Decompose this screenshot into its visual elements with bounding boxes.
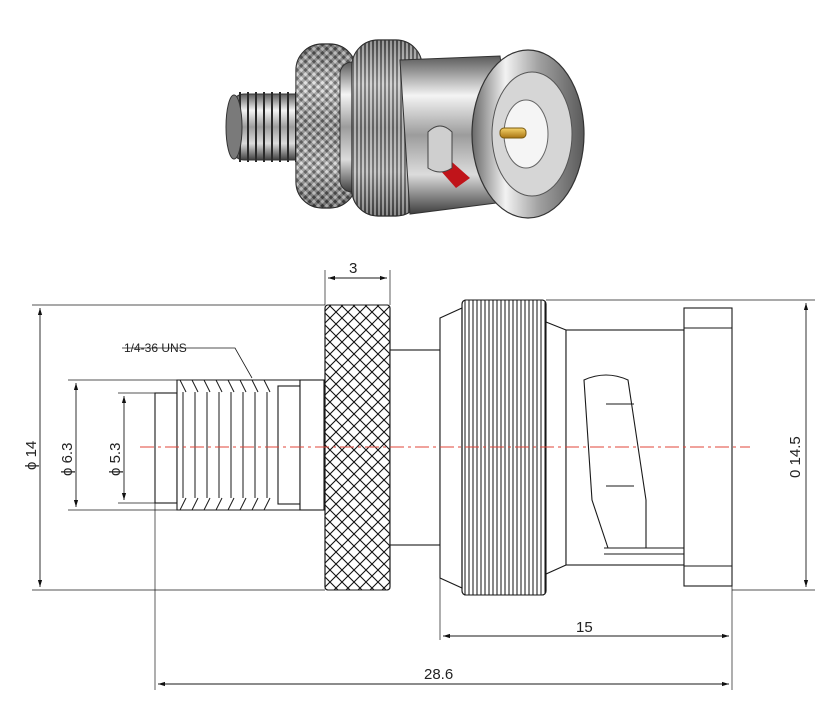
dim-thread-outer-diameter: ϕ 6.3 (59, 443, 76, 476)
extension-lines (32, 270, 815, 690)
thread-spec-label: 1/4-36 UNS (124, 341, 187, 355)
threaded-tail-2d (154, 379, 325, 511)
dim-bnc-length: 15 (576, 619, 593, 636)
dim-total-length: 28.6 (424, 666, 453, 683)
dim-knurl-width: 3 (349, 260, 357, 277)
dimension-labels: 1/4-36 UNS 3 ϕ 14 ϕ 6.3 ϕ 5.3 0 14.5 15 … (23, 260, 804, 683)
thread-leader (122, 347, 253, 379)
dim-bnc-diameter: 0 14.5 (787, 436, 804, 478)
bnc-face-3d (471, 49, 585, 219)
dim-overall-diameter: ϕ 14 (23, 441, 40, 470)
dim-thread-inner-diameter: ϕ 5.3 (107, 443, 124, 476)
gold-pin-3d (499, 127, 527, 139)
dimension-lines (37, 275, 809, 687)
connector-3d-view (225, 39, 585, 219)
technical-drawing (32, 270, 815, 690)
bayonet-slot-2d (583, 374, 684, 555)
